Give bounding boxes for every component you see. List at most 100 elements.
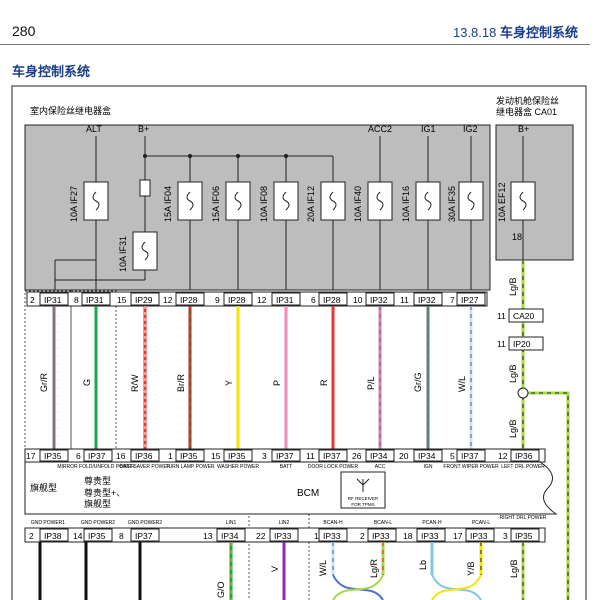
fuse-if31: 10A IF31 [118,236,128,272]
bcm-top-conn-6: IP37 [276,451,294,461]
wire-label-lgb-1: Lg/B [508,277,518,296]
wire-right-lgb [517,260,570,600]
wire-labels-lower: G/O V W/L Lg/R Lb Y/B Lg/B [216,558,519,598]
bcm-bot-conn-9: IP33 [470,531,488,541]
bcm-top-conn-11: IP36 [515,451,533,461]
bcm-bot-conn-10: IP35 [515,531,533,541]
bcm-fn-lin2: LIN2 [279,520,290,526]
bcm-top-pin-3: 16 [116,451,126,461]
wire-label-r: R [319,379,329,386]
bcm-bot-pin-1: 2 [29,531,34,541]
fuse-if16: 10A IF16 [401,186,411,222]
bcm-top-pin-2: 6 [76,451,81,461]
top-pin-10: 7 [450,295,455,305]
bcm-top-conn-9: IP34 [418,451,436,461]
top-pin-9: 11 [400,295,409,305]
wire-label-p: P [272,380,282,386]
bcm-title: BCM [297,488,319,499]
bcm-top-conn-8: IP34 [370,451,388,461]
fuse-if08: 10A IF08 [259,186,269,222]
engine-box-label-line1: 发动机舱保险丝 [496,95,559,106]
wire-label-pl: P/L [366,376,376,390]
junction-dots [143,154,288,158]
bcm-bot-conn-2: IP35 [88,531,106,541]
wire-label-yb: Y/B [466,561,476,576]
bcm-top-conn-1: IP35 [44,451,62,461]
wire-label-lgb-2: Lg/B [508,364,518,383]
top-conn-7: IP28 [323,295,341,305]
bcm-top-conn-3: IP36 [135,451,153,461]
bcm-top-conn-5: IP35 [228,451,246,461]
bcm-fn-pcan-h: PCAN-H [422,520,442,526]
bcm-top-pin-1: 17 [26,451,36,461]
top-pin-7: 6 [311,295,316,305]
top-connectors: 2 IP31 8 IP31 15 IP29 12 IP28 9 IP28 12 … [26,291,488,307]
bcm-top-pin-11: 12 [498,451,508,461]
wire-label-go: G/O [216,581,226,598]
bcm-fn-gnd1: GND POWER1 [31,520,65,526]
top-conn-4: IP28 [180,295,198,305]
bcm-fn-batt-saver: BATT SAVER POWER [120,464,171,470]
wire-label-lgr: Lg/R [369,558,379,578]
page-number: 280 [12,23,36,39]
wire-label-v: V [270,566,280,572]
inline-pin-ip20: 11 [497,339,506,349]
fuse-ef12: 10A EF12 [497,182,507,222]
bcm-top-conn-10: IP37 [461,451,479,461]
variant-flagship-2: 旗舰型 [84,498,111,509]
bcm-top-pin-6: 3 [262,451,267,461]
wire-label-wl-lower: W/L [318,560,328,576]
wire-labels-upper: Gr/R G R/W Br/R Y P R P/L Gr/G W/L Lg/B … [39,277,518,438]
fuse-labels: 10A IF27 10A IF31 15A IF04 15A IF06 10A … [69,182,507,272]
bcm-top-pin-8: 26 [352,451,362,461]
fuse-if06: 15A IF06 [211,186,221,222]
power-label-bplus: B+ [138,124,149,134]
bcm-bot-conn-4: IP34 [221,531,239,541]
fuse-feed-lines [54,136,524,290]
power-label-bplus-engine: B+ [518,124,529,134]
bcm-bot-conn-8: IP33 [421,531,439,541]
bcm-top-functions: MIRROR FOLD/UNFOLD POWER BATT SAVER POWE… [57,464,545,470]
bcm-bot-pin-10: 3 [503,531,508,541]
power-label-ig2: IG2 [463,124,478,134]
power-label-ig1: IG1 [421,124,436,134]
bcm-fn-gnd2a: GND POWER2 [81,520,115,526]
bcm-top-conn-7: IP37 [323,451,341,461]
bcm-fn-left-drl: LEFT DRL POWER [501,464,545,470]
fuse-if40: 10A IF40 [353,186,363,222]
wire-label-brr: Br/R [176,373,186,392]
rf-label-line2: FOR TPMS [351,502,374,507]
bcm-fn-ign: IGN [424,464,433,470]
bcm-fn-gnd2b: GND POWER2 [128,520,162,526]
top-pin-2: 8 [74,295,79,305]
bcm-top-pin-10: 5 [450,451,455,461]
top-conn-5: IP28 [228,295,246,305]
fuse-if12: 20A IF12 [306,186,316,222]
top-conn-10: IP27 [461,295,479,305]
top-conn-3: IP29 [135,295,153,305]
wire-label-y: Y [224,380,234,386]
bcm-bot-pin-9: 17 [453,531,463,541]
wire-label-rw: R/W [130,374,140,392]
wire-label-lb: Lb [418,560,428,570]
diagram-frame [11,85,587,600]
top-conn-2: IP31 [86,295,104,305]
header-rule [0,44,590,45]
bcm-top-pin-4: 1 [168,451,173,461]
section-header-title: 车身控制系统 [499,25,578,40]
bcm-top-pin-9: 20 [399,451,409,461]
rf-receiver: RF RECEIVER FOR TPMS [340,471,386,509]
top-pin-1: 2 [30,295,35,305]
bcm-fn-right-drl: RIGHT DRL POWER [500,515,547,521]
wire-label-wl: W/L [457,376,467,392]
bcm-bot-conn-7: IP33 [372,531,390,541]
bcm-fn-mirror: MIRROR FOLD/UNFOLD POWER [57,464,135,470]
bcm-bot-pin-5: 22 [256,531,266,541]
wire-label-lgb-lower: Lg/B [509,559,519,578]
bcm-bot-pin-2: 14 [73,531,83,541]
wire-label-g: G [82,379,92,386]
bcm-top-conn-2: IP37 [88,451,106,461]
wires-upper [52,306,473,449]
top-pin-3: 15 [117,295,127,305]
